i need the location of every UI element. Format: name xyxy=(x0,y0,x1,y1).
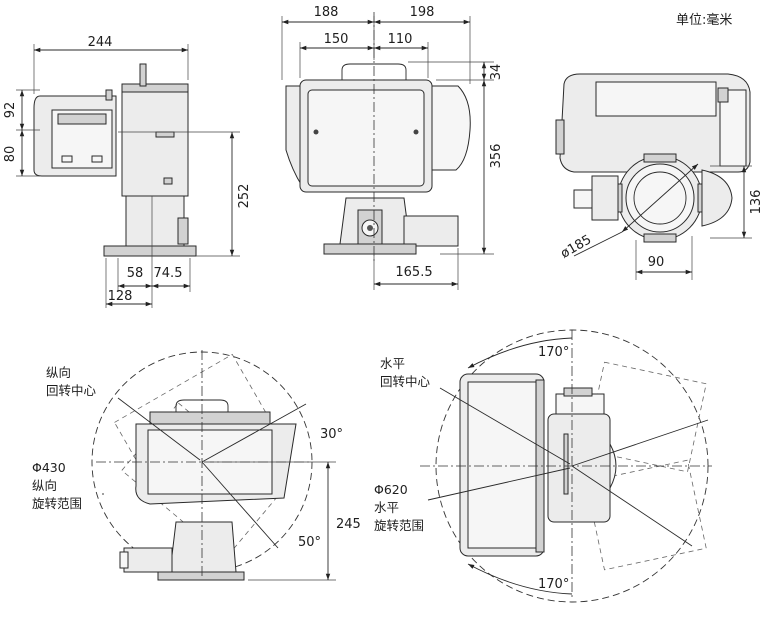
tilt-range-line3: 旋转范围 xyxy=(32,496,82,511)
dim-top-height: 136 xyxy=(749,190,764,215)
front-pedestal xyxy=(125,195,185,247)
dim-front-upper: 92 xyxy=(3,102,18,119)
pan-range-line2: 水平 xyxy=(374,500,399,515)
tilt-angle-up: 30° xyxy=(320,427,343,442)
dim-front-height: 252 xyxy=(237,184,252,209)
pan-range-line1: Φ620 xyxy=(374,482,408,497)
front-view: 244 92 80 252 58 74.5 128 xyxy=(3,35,252,308)
dim-side-height: 356 xyxy=(489,144,504,169)
dim-front-base-a: 58 xyxy=(127,266,144,281)
dim-side-base: 165.5 xyxy=(395,265,432,280)
tilt-view: 纵向 回转中心 Φ430 纵向 旋转范围 30° 50° 245 xyxy=(32,350,361,581)
front-body xyxy=(121,83,189,197)
pan-body xyxy=(547,413,611,523)
pan-angle-bottom: 170° xyxy=(538,577,569,592)
dim-top-offset: 90 xyxy=(648,255,665,270)
tilt-range-line2: 纵向 xyxy=(32,478,57,493)
tilt-dim-height: 245 xyxy=(336,517,361,532)
pan-center-line2: 回转中心 xyxy=(380,374,431,389)
tilt-angle-down: 50° xyxy=(298,535,321,550)
pan-angle-top: 170° xyxy=(538,345,569,360)
dim-side-left-inner: 150 xyxy=(324,32,349,47)
dim-side-left-top: 188 xyxy=(314,5,339,20)
tilt-center-line1: 纵向 xyxy=(46,365,71,380)
dim-front-lower: 80 xyxy=(3,146,18,163)
pan-view: 水平 回转中心 Φ620 水平 旋转范围 170° 170° xyxy=(374,329,712,603)
tilt-center-line2: 回转中心 xyxy=(46,383,97,398)
tilt-range-line1: Φ430 xyxy=(32,460,66,475)
dim-side-right-inner: 110 xyxy=(388,32,413,47)
dim-front-base-b: 74.5 xyxy=(154,266,183,281)
top-view: ø185 90 136 xyxy=(555,73,764,280)
dim-top-diameter: ø185 xyxy=(558,232,594,261)
dim-side-right-top: 198 xyxy=(410,5,435,20)
dim-front-width: 244 xyxy=(88,35,113,50)
pan-center-line1: 水平 xyxy=(380,356,405,371)
dim-side-handle: 34 xyxy=(489,64,504,81)
pan-range-line3: 旋转范围 xyxy=(374,518,424,533)
side-view: 188 198 150 110 34 356 165.5 xyxy=(281,5,504,290)
unit-label: 单位:毫米 xyxy=(676,12,732,28)
dim-front-base-total: 128 xyxy=(108,289,133,304)
